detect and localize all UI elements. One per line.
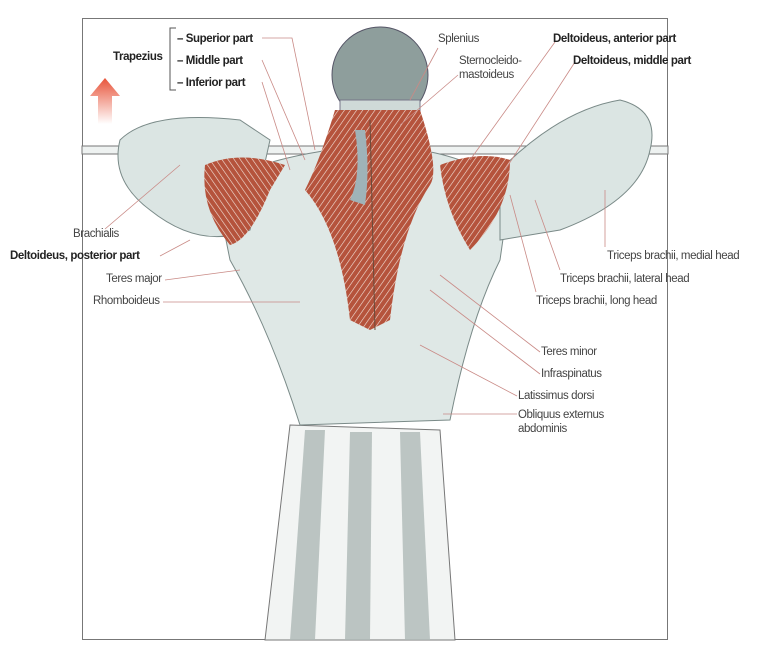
label-triceps-medial: Triceps brachii, medial head [607,250,740,262]
label-scm-1: Sternocleido- [459,55,522,67]
deltoid-left [204,157,285,245]
label-deltoid-posterior: Deltoideus, posterior part [10,250,140,262]
label-infraspinatus: Infraspinatus [541,368,602,380]
leader-lines [104,37,606,415]
label-brachialis: Brachialis [73,228,119,240]
label-latissimus: Latissimus dorsi [518,390,595,402]
label-deltoid-middle: Deltoideus, middle part [573,55,691,67]
label-triceps-lateral: Triceps brachii, lateral head [560,273,690,285]
label-teres-major: Teres major [106,273,162,285]
label-triceps-long: Triceps brachii, long head [536,295,657,307]
label-trapezius-inferior: – Inferior part [177,77,246,89]
label-obliquus-1: Obliquus externus [518,409,604,421]
trapezius-muscle [305,110,434,330]
trapezius-bracket [169,27,176,91]
label-splenius: Splenius [438,33,479,45]
label-rhomboideus: Rhomboideus [93,295,160,307]
deltoid-right [440,156,510,250]
label-scm-2: mastoideus [459,69,514,81]
label-obliquus-2: abdominis [518,423,567,435]
up-arrow-icon [90,78,120,124]
right-arm [499,99,653,241]
label-trapezius-middle: – Middle part [177,55,243,67]
label-trapezius: Trapezius [113,51,163,63]
label-deltoid-anterior: Deltoideus, anterior part [553,33,676,45]
label-trapezius-superior: – Superior part [177,33,253,45]
label-teres-minor: Teres minor [541,346,597,358]
